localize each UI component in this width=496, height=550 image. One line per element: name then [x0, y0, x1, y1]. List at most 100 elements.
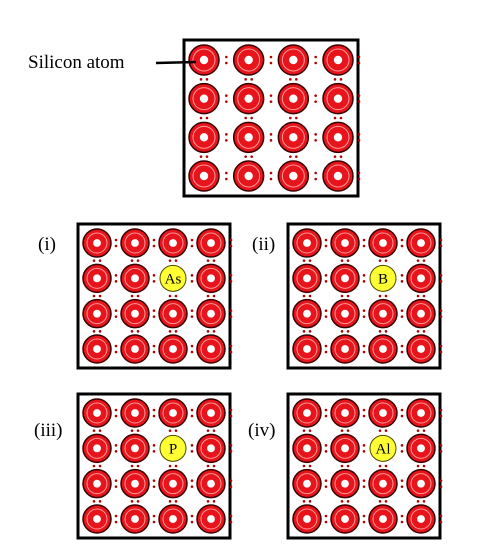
electron-dot	[225, 61, 228, 65]
electron-dot	[308, 330, 312, 333]
electron-dot	[168, 500, 172, 503]
electron-dot	[422, 500, 426, 503]
electron-dot	[225, 55, 228, 59]
electron-dot	[114, 274, 118, 277]
electron-dot	[92, 259, 96, 262]
lattice-frame	[182, 38, 360, 198]
electron-dot	[229, 315, 233, 318]
electron-dot	[130, 294, 134, 298]
electron-dot	[92, 330, 96, 333]
electron-dot	[152, 479, 156, 482]
electron-dot	[114, 280, 118, 283]
panel-label: (iv)	[248, 420, 275, 441]
electron-dot	[400, 238, 404, 242]
electron-dot	[324, 485, 328, 488]
electron-dot	[314, 139, 317, 142]
electron-dot	[130, 330, 134, 333]
silicon-atom	[406, 334, 436, 364]
electron-dot	[302, 330, 306, 333]
silicon-atom	[82, 468, 112, 499]
electron-dot	[212, 429, 216, 432]
electron-dot	[269, 133, 273, 136]
electron-dot	[362, 280, 366, 283]
electron-dot	[340, 330, 344, 333]
electron-dot	[362, 274, 366, 277]
electron-dot	[362, 514, 366, 518]
electron-dot	[225, 94, 228, 97]
silicon-atom	[368, 228, 398, 258]
silicon-atom	[406, 468, 436, 499]
silicon-atom	[406, 263, 436, 294]
silicon-atom	[368, 504, 398, 534]
electron-dot	[229, 485, 233, 488]
electron-dot	[114, 238, 118, 242]
electron-dot	[362, 414, 366, 418]
panel-label: (iii)	[34, 420, 63, 441]
panel-iii: P(iii)	[34, 392, 233, 540]
electron-dot	[152, 485, 156, 488]
electron-dot	[225, 100, 228, 103]
electron-dot	[190, 315, 194, 318]
silicon-atom	[120, 334, 150, 364]
electron-dot	[295, 116, 298, 120]
electron-dot	[308, 500, 312, 503]
electron-dot	[362, 408, 366, 412]
electron-dot	[92, 429, 96, 432]
electron-dot	[199, 155, 203, 158]
electron-dot	[130, 500, 134, 503]
electron-dot	[384, 330, 388, 333]
electron-dot	[357, 55, 361, 59]
electron-dot	[439, 309, 443, 312]
silicon-atom	[188, 82, 220, 115]
electron-dot	[422, 294, 426, 298]
electron-dot	[98, 464, 102, 468]
electron-dot	[378, 330, 382, 333]
electron-dot	[114, 408, 118, 412]
electron-dot	[92, 294, 96, 298]
electron-dot	[152, 244, 156, 248]
electron-dot	[314, 100, 317, 103]
silicon-atom	[330, 298, 360, 329]
electron-dot	[339, 155, 343, 158]
electron-dot	[362, 309, 366, 312]
electron-dot	[324, 414, 328, 418]
electron-dot	[152, 520, 156, 524]
electron-dot	[250, 155, 253, 158]
electron-dot	[384, 464, 388, 468]
electron-dot	[244, 155, 247, 158]
silicon-atom	[82, 334, 112, 364]
electron-dot	[400, 280, 404, 283]
electron-dot	[378, 429, 382, 432]
silicon-atom	[406, 433, 436, 464]
silicon-atom	[330, 468, 360, 499]
electron-dot	[324, 350, 328, 354]
lattice-frame	[76, 392, 232, 540]
electron-dot	[98, 500, 102, 503]
electron-dot	[92, 464, 96, 468]
silicon-atom	[277, 44, 310, 76]
electron-dot	[206, 500, 210, 503]
electron-dot	[324, 280, 328, 283]
electron-dot	[205, 155, 209, 158]
label-pointer-line	[155, 60, 197, 65]
silicon-atom	[196, 263, 226, 294]
electron-dot	[400, 520, 404, 524]
electron-dot	[439, 485, 443, 488]
electron-dot	[269, 55, 273, 59]
electron-dot	[114, 514, 118, 518]
dopant-label: As	[165, 271, 182, 287]
electron-dot	[98, 294, 102, 298]
silicon-atom	[196, 433, 226, 464]
electron-dot	[357, 177, 361, 181]
silicon-atom	[277, 121, 310, 154]
electron-dot	[289, 78, 292, 81]
electron-dot	[190, 408, 194, 412]
electron-dot	[190, 485, 194, 488]
electron-dot	[333, 78, 337, 81]
electron-dot	[289, 155, 292, 158]
electron-dot	[168, 294, 172, 298]
electron-dot	[400, 408, 404, 412]
electron-dot	[357, 133, 361, 136]
silicon-atom	[322, 121, 354, 154]
electron-dot	[400, 414, 404, 418]
